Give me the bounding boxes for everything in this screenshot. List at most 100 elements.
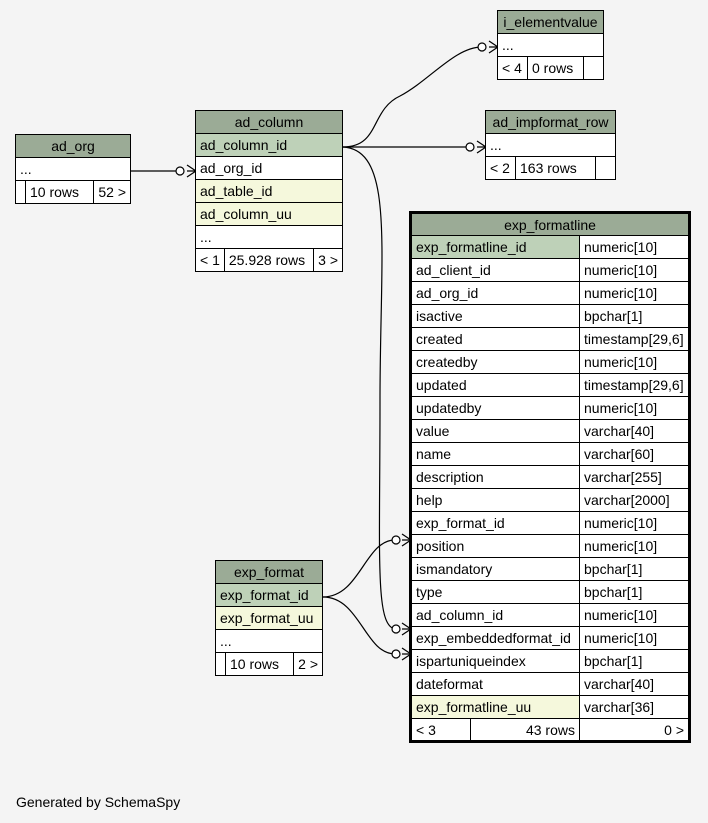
children-count[interactable]: < 1 [195, 248, 225, 272]
column-type: numeric[10] [579, 396, 690, 420]
table-ad-column[interactable]: ad_column ad_column_id ad_org_id ad_tabl… [195, 110, 343, 272]
column-type: bpchar[1] [579, 304, 690, 328]
column-exp-format-uu: exp_format_uu [215, 606, 323, 630]
row-count: 163 rows [515, 156, 596, 180]
column-type: varchar[2000] [579, 488, 690, 512]
column-name: help [410, 488, 580, 512]
column-type: numeric[10] [579, 603, 690, 627]
column-type: varchar[36] [579, 695, 690, 719]
column-type: bpchar[1] [579, 580, 690, 604]
edge-exp-format-exp-embeddedformat-id [322, 596, 396, 655]
column-name: value [410, 419, 580, 443]
column-type: numeric[10] [579, 626, 690, 650]
column-name: updatedby [410, 396, 580, 420]
column-name: exp_embeddedformat_id [410, 626, 580, 650]
edge-ad-column-i-elementvalue [342, 46, 483, 148]
table-title[interactable]: exp_format [215, 560, 323, 584]
column-type: numeric[10] [579, 511, 690, 535]
column-type: numeric[10] [579, 350, 690, 374]
column-ellipsis: ... [215, 629, 323, 653]
column-name: name [410, 442, 580, 466]
column-name: created [410, 327, 580, 351]
column-type: varchar[60] [579, 442, 690, 466]
row-count: 43 rows [470, 718, 580, 742]
table-exp-format[interactable]: exp_format exp_format_id exp_format_uu .… [215, 560, 323, 676]
edge-ad-column-exp-formatline [342, 146, 396, 630]
column-exp-format-id: exp_format_id [215, 583, 323, 607]
parents-count[interactable]: 52 > [93, 180, 131, 204]
row-count: 0 rows [527, 56, 584, 80]
column-type: varchar[255] [579, 465, 690, 489]
parents-count[interactable]: 3 > [313, 248, 343, 272]
children-count[interactable]: < 2 [485, 156, 516, 180]
column-ellipsis: ... [497, 33, 604, 57]
edge-exp-format-exp-format-id [322, 539, 396, 598]
table-title[interactable]: exp_formatline [410, 212, 690, 236]
parents-count[interactable]: 2 > [293, 652, 323, 676]
column-name: dateformat [410, 672, 580, 696]
column-type: numeric[10] [579, 258, 690, 282]
column-type: timestamp[29,6] [579, 327, 690, 351]
children-count [215, 652, 226, 676]
column-name: ispartuniqueindex [410, 649, 580, 673]
column-ad-org-id: ad_org_id [195, 156, 343, 180]
column-type: timestamp[29,6] [579, 373, 690, 397]
column-name: exp_format_id [410, 511, 580, 535]
column-ad-table-id: ad_table_id [195, 179, 343, 203]
row-count: 10 rows [224, 652, 295, 676]
table-i-elementvalue[interactable]: i_elementvalue ... < 4 0 rows [497, 10, 604, 80]
column-ellipsis: ... [195, 225, 343, 249]
row-count: 25.928 rows [223, 248, 315, 272]
column-name: createdby [410, 350, 580, 374]
children-count[interactable]: < 4 [497, 56, 528, 80]
column-type: bpchar[1] [579, 557, 690, 581]
column-name: updated [410, 373, 580, 397]
table-ad-impformat-row[interactable]: ad_impformat_row ... < 2 163 rows [485, 110, 616, 180]
table-ad-org[interactable]: ad_org ... 10 rows 52 > [15, 134, 131, 204]
parents-count[interactable]: 0 > [579, 718, 690, 742]
column-name: ad_client_id [410, 258, 580, 282]
column-name: isactive [410, 304, 580, 328]
column-name: description [410, 465, 580, 489]
parents-count [583, 56, 604, 80]
column-name: exp_formatline_uu [410, 695, 580, 719]
column-type: numeric[10] [579, 534, 690, 558]
column-type: bpchar[1] [579, 649, 690, 673]
column-ad-column-id: ad_column_id [195, 133, 343, 157]
column-name: ad_column_id [410, 603, 580, 627]
table-title[interactable]: ad_org [15, 134, 131, 158]
column-name: ad_org_id [410, 281, 580, 305]
table-title[interactable]: ad_impformat_row [485, 110, 616, 134]
children-count [15, 180, 26, 204]
column-name: exp_formatline_id [410, 235, 580, 259]
parents-count [595, 156, 616, 180]
column-name: type [410, 580, 580, 604]
row-count: 10 rows [24, 180, 95, 204]
table-title[interactable]: i_elementvalue [497, 10, 604, 34]
column-ellipsis: ... [15, 157, 131, 181]
column-ad-column-uu: ad_column_uu [195, 202, 343, 226]
children-count[interactable]: < 3 [410, 718, 471, 742]
table-title[interactable]: ad_column [195, 110, 343, 134]
column-name: position [410, 534, 580, 558]
column-type: numeric[10] [579, 235, 690, 259]
